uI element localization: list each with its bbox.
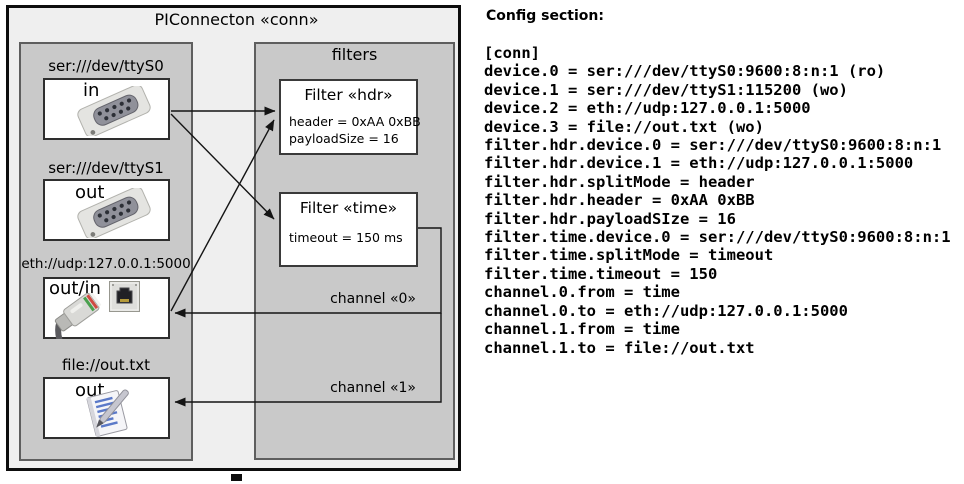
device-label-ttys0: ser:///dev/ttyS0 [48,57,164,75]
device-direction-label: in [83,80,100,101]
ethernet-cable-icon [54,293,102,339]
filters-group-title: filters [331,45,378,64]
device-box-ttys1: out [43,179,170,241]
serial-connector-icon [77,188,151,238]
config-section-heading: Config section: [486,8,604,24]
channel-0-label: channel «0» [330,291,416,307]
filter-hdr-title: Filter «hdr» [304,86,393,104]
filter-box-hdr: Filter «hdr» header = 0xAA 0xBB payloadS… [279,79,421,155]
config-text: [conn] device.0 = ser:///dev/ttyS0:9600:… [484,44,951,357]
serial-connector-icon [77,86,151,136]
notepad-icon [86,389,129,437]
device-box-eth: out/in [43,277,170,339]
filter-time-attr-timeout: timeout = 150 ms [289,230,403,245]
filter-time-title: Filter «time» [299,199,398,217]
filter-box-time: Filter «time» timeout = 150 ms [279,192,418,267]
device-direction-label: out [75,182,105,203]
device-label-ttys1: ser:///dev/ttyS1 [48,159,164,177]
ethernet-port-icon [109,281,140,312]
device-label-file: file://out.txt [62,356,150,374]
filter-hdr-attr-payloadsize: payloadSize = 16 [289,131,399,146]
channel-1-label: channel «1» [330,380,416,396]
diagram-title: PIConnecton «conn» [154,10,319,29]
device-label-eth: eth://udp:127.0.0.1:5000 [21,256,191,272]
device-box-ttys0: in [43,78,170,140]
frame-bottom-notch [231,474,242,481]
filter-hdr-attr-header: header = 0xAA 0xBB [289,114,421,129]
device-box-file: out [43,377,170,439]
